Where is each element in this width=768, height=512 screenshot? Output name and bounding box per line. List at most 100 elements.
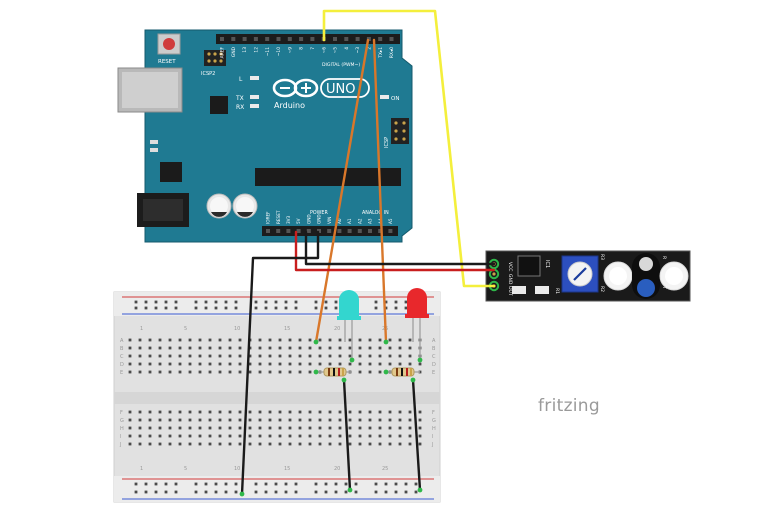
bb-hole — [358, 346, 362, 350]
bb-rail-hole — [154, 306, 158, 310]
bb-hole — [328, 442, 332, 446]
bb-rail-hole — [264, 482, 268, 486]
bb-hole — [368, 338, 372, 342]
bb-hole — [158, 426, 162, 430]
bb-hole — [378, 426, 382, 430]
bb-hole — [258, 362, 262, 366]
icsp2-header — [204, 50, 226, 66]
header-pin — [337, 229, 342, 233]
bb-hole — [208, 410, 212, 414]
bb-hole — [228, 370, 232, 374]
header-pin — [306, 229, 311, 233]
bb-rail-hole — [324, 482, 328, 486]
bb-hole — [158, 442, 162, 446]
bb-hole — [198, 354, 202, 358]
bb-rail-hole — [274, 300, 278, 304]
bb-hole — [398, 354, 402, 358]
bb-hole — [158, 418, 162, 422]
bb-hole — [328, 354, 332, 358]
emitter-label: R — [661, 256, 667, 259]
header-pin — [355, 37, 360, 41]
bb-hole — [288, 426, 292, 430]
bb-hole — [388, 418, 392, 422]
bb-hole — [168, 434, 172, 438]
bb-hole — [218, 346, 222, 350]
sensor-resistor — [535, 286, 549, 294]
bb-rail-hole — [274, 482, 278, 486]
bb-rail-hole — [234, 482, 238, 486]
pin-label: ~5 — [333, 47, 339, 54]
bb-hole — [378, 346, 382, 350]
bb-hole — [398, 338, 402, 342]
bb-rail-hole — [224, 306, 228, 310]
bb-hole — [328, 418, 332, 422]
bb-col-number: 1 — [140, 466, 143, 472]
bb-hole — [178, 362, 182, 366]
bb-hole — [348, 338, 352, 342]
bb-col-number: 25 — [382, 466, 388, 472]
bb-hole — [308, 338, 312, 342]
bb-hole — [298, 410, 302, 414]
bb-hole — [368, 346, 372, 350]
bb-hole — [288, 442, 292, 446]
bb-hole — [218, 410, 222, 414]
pin-label: GND — [317, 214, 322, 224]
bb-col-number: 10 — [234, 326, 240, 332]
header-pin — [220, 37, 224, 41]
bb-hole — [368, 362, 372, 366]
bb-hole — [198, 418, 202, 422]
bb-hole — [358, 354, 362, 358]
header-pin — [266, 229, 270, 233]
bb-row-letter: G — [120, 418, 124, 424]
bb-hole — [238, 442, 242, 446]
bb-hole — [368, 426, 372, 430]
bb-hole — [408, 354, 412, 358]
bb-hole — [308, 434, 312, 438]
bb-rail-hole — [214, 482, 218, 486]
bb-rail-hole — [134, 306, 138, 310]
header-pin — [253, 37, 258, 41]
orange-wire-pin5 — [372, 38, 388, 344]
bb-hole — [138, 418, 142, 422]
pin-label: A0 — [337, 218, 342, 224]
led-l-label: L — [239, 76, 243, 83]
bb-hole — [228, 434, 232, 438]
bb-hole — [198, 410, 202, 414]
bb-hole — [398, 410, 402, 414]
bb-hole — [358, 418, 362, 422]
bb-hole — [208, 346, 212, 350]
bb-hole — [358, 442, 362, 446]
bb-hole — [318, 362, 322, 366]
bb-rail-hole — [134, 482, 138, 486]
digital-label: DIGITAL (PWM~) — [322, 62, 360, 68]
bb-hole — [248, 426, 252, 430]
bb-rail-hole — [154, 490, 158, 494]
bb-rail-hole — [344, 490, 348, 494]
bb-rail-hole — [254, 306, 258, 310]
reset-button[interactable] — [163, 38, 175, 50]
bb-hole — [378, 418, 382, 422]
bb-hole — [228, 426, 232, 430]
bb-hole — [148, 354, 152, 358]
bb-hole — [198, 346, 202, 350]
bb-hole — [378, 354, 382, 358]
bb-rail-hole — [374, 300, 378, 304]
bb-hole — [128, 418, 132, 422]
bb-hole — [218, 370, 222, 374]
bb-hole — [238, 362, 242, 366]
bb-hole — [178, 410, 182, 414]
bb-hole — [198, 434, 202, 438]
bb-row-letter: C — [120, 354, 124, 360]
led-rx-label: RX — [236, 104, 244, 111]
pin-label: 4 — [344, 47, 350, 50]
bb-hole — [148, 410, 152, 414]
bb-hole — [398, 418, 402, 422]
bb-hole — [128, 434, 132, 438]
bb-hole — [258, 418, 262, 422]
bb-hole — [408, 418, 412, 422]
resistor-label: R3 — [599, 254, 605, 260]
bb-rail-hole — [324, 300, 328, 304]
bb-rail-hole — [344, 482, 348, 486]
bb-hole — [168, 338, 172, 342]
